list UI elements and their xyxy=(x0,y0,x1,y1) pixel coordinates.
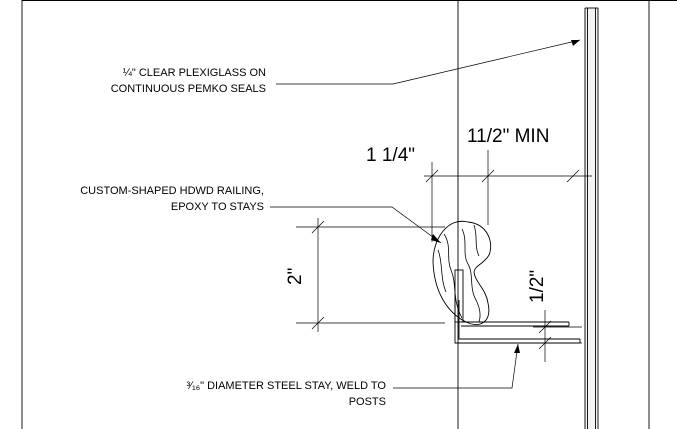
stay-note-line1: ³⁄₁₆" DIAMETER STEEL STAY, WELD TO xyxy=(186,380,386,392)
plexiglass-note-line2: CONTINUOUS PEMKO SEALS xyxy=(111,83,266,95)
horizontal-dimension xyxy=(424,150,592,242)
leader-plexiglass xyxy=(276,39,581,85)
hardwood-railing xyxy=(432,220,492,325)
steel-stay xyxy=(454,300,581,344)
stay-note-line2: POSTS xyxy=(349,396,386,408)
dimension-clearance-label: 11/2" MIN xyxy=(467,126,549,147)
railing-note-line2: EPOXY TO STAYS xyxy=(171,201,264,213)
vertical-dimension-rail xyxy=(296,218,445,332)
leader-stay xyxy=(393,343,520,389)
drawing-border xyxy=(21,0,677,429)
plexiglass-panel xyxy=(584,7,599,429)
dimension-offset-label: 1 1/4" xyxy=(366,145,415,166)
railing-note-line1: CUSTOM-SHAPED HDWD RAILING, xyxy=(80,185,264,197)
vertical-dimension-stay xyxy=(533,310,582,362)
dimension-rail-height-label: 2" xyxy=(285,268,306,285)
post-lines xyxy=(457,0,650,429)
dimension-stay-height-label: 1/2" xyxy=(527,270,548,303)
plexiglass-note-line1: ¼" CLEAR PLEXIGLASS ON xyxy=(123,67,266,79)
leader-railing xyxy=(270,206,442,244)
